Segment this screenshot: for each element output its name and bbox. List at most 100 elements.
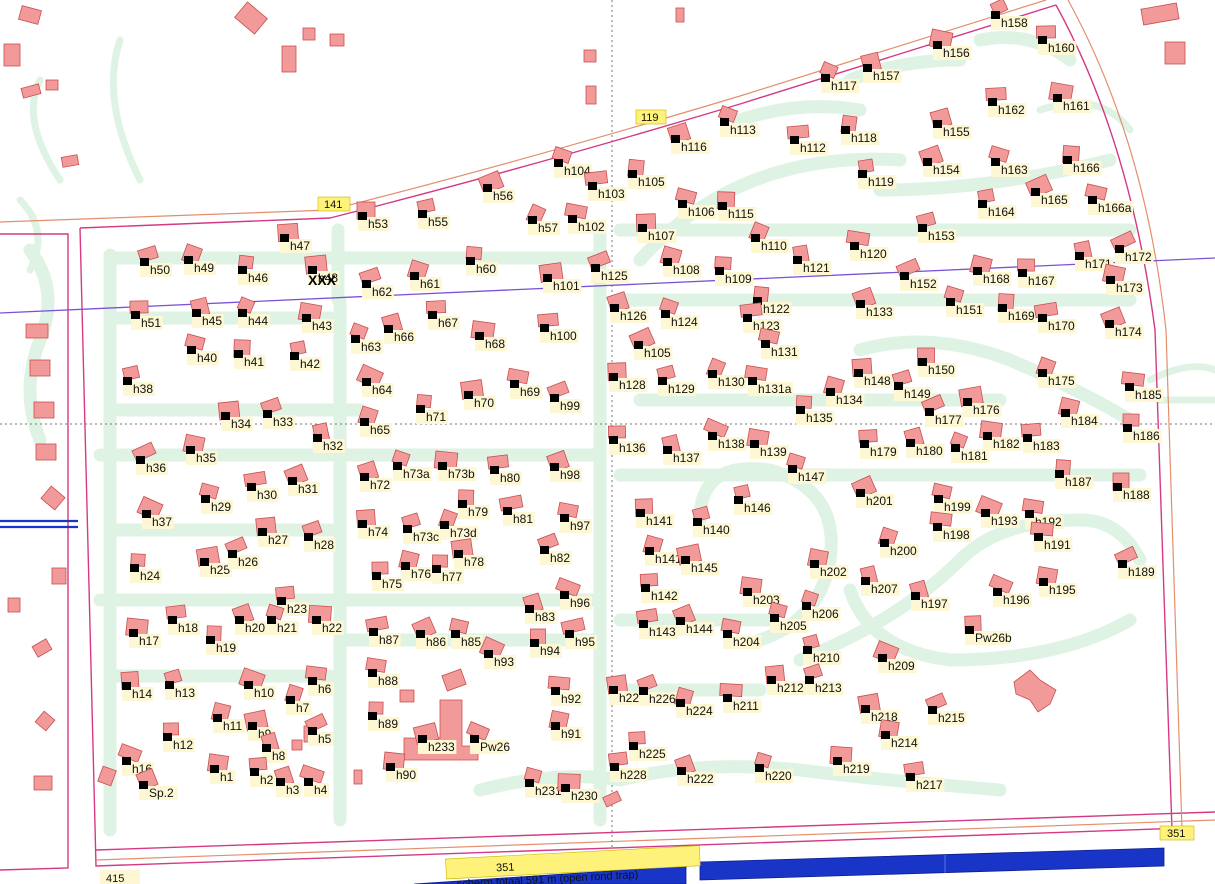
house-h35[interactable]: h35 bbox=[182, 433, 218, 465]
house-Sp.2[interactable]: Sp.2 bbox=[135, 767, 178, 800]
house-h67[interactable]: h67 bbox=[425, 300, 460, 330]
house-h177[interactable]: h177 bbox=[920, 394, 964, 427]
house-h222[interactable]: h222 bbox=[674, 754, 716, 786]
house-h28[interactable]: h28 bbox=[301, 520, 336, 552]
house-h116[interactable]: h116 bbox=[666, 121, 710, 154]
house-h105[interactable]: h105 bbox=[627, 158, 667, 189]
house-h7[interactable]: h7 bbox=[284, 683, 312, 715]
house-h179[interactable]: h179 bbox=[858, 429, 899, 459]
house-h131[interactable]: h131 bbox=[757, 327, 800, 359]
house-h163[interactable]: h163 bbox=[988, 145, 1030, 177]
house-h4[interactable]: h4 bbox=[299, 764, 330, 797]
house-h176[interactable]: h176 bbox=[958, 385, 1002, 417]
house-h153[interactable]: h153 bbox=[915, 211, 957, 243]
house-h133[interactable]: h133 bbox=[851, 286, 895, 319]
house-h24[interactable]: h24 bbox=[130, 553, 162, 583]
house-h62[interactable]: h62 bbox=[358, 266, 394, 299]
road-plate-415[interactable]: 415 bbox=[100, 870, 140, 884]
house-h27[interactable]: h27 bbox=[255, 516, 290, 547]
house-h88[interactable]: h88 bbox=[365, 657, 400, 688]
house-h2[interactable]: h2 bbox=[248, 756, 276, 787]
house-h175[interactable]: h175 bbox=[1035, 356, 1077, 388]
house-h6[interactable]: h6 bbox=[304, 665, 334, 696]
house-h68[interactable]: h68 bbox=[470, 320, 507, 351]
house-h107[interactable]: h107 bbox=[635, 213, 677, 243]
house-h43[interactable]: h43 bbox=[297, 301, 334, 333]
house-h209[interactable]: h209 bbox=[872, 640, 917, 673]
house-h92[interactable]: h92 bbox=[547, 675, 583, 706]
house-Pw26b[interactable]: Pw26b bbox=[964, 615, 1012, 645]
house-h124[interactable]: h124 bbox=[658, 297, 700, 329]
house-h93[interactable]: h93 bbox=[478, 636, 516, 669]
house-h73c[interactable]: h73c bbox=[401, 512, 442, 544]
house-h81[interactable]: h81 bbox=[498, 494, 535, 526]
house-h8[interactable]: h8 bbox=[260, 731, 288, 763]
house-h155[interactable]: h155 bbox=[929, 107, 972, 139]
house-h89[interactable]: h89 bbox=[368, 701, 400, 731]
house-h109[interactable]: h109 bbox=[714, 256, 754, 286]
house-h96[interactable]: h96 bbox=[555, 576, 592, 610]
house-h46[interactable]: h46 bbox=[237, 254, 270, 285]
house-h187[interactable]: h187 bbox=[1054, 459, 1094, 489]
house-h139[interactable]: h139 bbox=[746, 427, 789, 459]
house-h164[interactable]: h164 bbox=[977, 188, 1017, 219]
house-h20[interactable]: h20 bbox=[231, 603, 267, 635]
house-h203[interactable]: h203 bbox=[739, 576, 782, 607]
house-h193[interactable]: h193 bbox=[975, 494, 1020, 528]
house-h154[interactable]: h154 bbox=[918, 144, 962, 177]
house-h149[interactable]: h149 bbox=[891, 369, 933, 401]
house-h219[interactable]: h219 bbox=[829, 745, 872, 776]
house-h47[interactable]: h47 bbox=[277, 222, 312, 253]
house-h32[interactable]: h32 bbox=[311, 422, 345, 453]
house-h136[interactable]: h136 bbox=[607, 425, 648, 455]
house-h3[interactable]: h3 bbox=[273, 765, 302, 797]
house-h198[interactable]: h198 bbox=[929, 511, 972, 542]
house-h83[interactable]: h83 bbox=[522, 592, 557, 624]
house-h78[interactable]: h78 bbox=[450, 538, 486, 569]
house-h10[interactable]: h10 bbox=[238, 667, 276, 700]
house-h45[interactable]: h45 bbox=[189, 296, 224, 328]
house-h212[interactable]: h212 bbox=[764, 664, 806, 695]
house-h100[interactable]: h100 bbox=[537, 312, 579, 343]
road-plate-119[interactable]: 119 bbox=[635, 109, 667, 125]
house-h1[interactable]: h1 bbox=[206, 753, 236, 784]
house-h161[interactable]: h161 bbox=[1048, 81, 1092, 113]
house-h141[interactable]: h141 bbox=[634, 498, 675, 528]
house-h94[interactable]: h94 bbox=[530, 628, 562, 658]
house-h55[interactable]: h55 bbox=[416, 197, 450, 229]
house-h70[interactable]: h70 bbox=[459, 379, 496, 410]
house-h97[interactable]: h97 bbox=[557, 501, 592, 533]
house-h215[interactable]: h215 bbox=[924, 692, 967, 725]
house-h162[interactable]: h162 bbox=[985, 87, 1027, 117]
house-h102[interactable]: h102 bbox=[564, 202, 607, 234]
house-h118[interactable]: h118 bbox=[840, 114, 880, 145]
house-h135[interactable]: h135 bbox=[795, 395, 835, 425]
house-h56[interactable]: h56 bbox=[477, 170, 515, 203]
house-h91[interactable]: h91 bbox=[548, 709, 583, 741]
house-h189[interactable]: h189 bbox=[1113, 545, 1157, 579]
house-h231[interactable]: h231 bbox=[523, 766, 564, 798]
house-h130[interactable]: h130 bbox=[705, 357, 747, 389]
house-h48[interactable]: h48 bbox=[304, 254, 340, 285]
house-h207[interactable]: h207 bbox=[859, 565, 900, 596]
house-h166[interactable]: h166 bbox=[1061, 145, 1102, 175]
house-h131a[interactable]: h131a bbox=[744, 364, 793, 396]
road-plate-141[interactable]: 141 bbox=[317, 196, 351, 212]
house-h73b[interactable]: h73b bbox=[433, 450, 477, 481]
house-h129[interactable]: h129 bbox=[656, 364, 697, 396]
house-h22[interactable]: h22 bbox=[308, 604, 344, 635]
house-h157[interactable]: h157 bbox=[860, 51, 902, 83]
house-h191[interactable]: h191 bbox=[1030, 521, 1073, 552]
house-h225[interactable]: h225 bbox=[628, 731, 668, 761]
house-h173[interactable]: h173 bbox=[1101, 263, 1145, 295]
house-h71[interactable]: h71 bbox=[416, 393, 448, 424]
house-h21[interactable]: h21 bbox=[265, 603, 299, 635]
house-h204[interactable]: h204 bbox=[720, 617, 762, 649]
house-h31[interactable]: h31 bbox=[283, 463, 320, 496]
house-h230[interactable]: h230 bbox=[557, 773, 600, 803]
house-h134[interactable]: h134 bbox=[822, 375, 865, 407]
house-h156[interactable]: h156 bbox=[928, 28, 972, 60]
house-h120[interactable]: h120 bbox=[845, 229, 889, 261]
house-h151[interactable]: h151 bbox=[943, 285, 985, 317]
